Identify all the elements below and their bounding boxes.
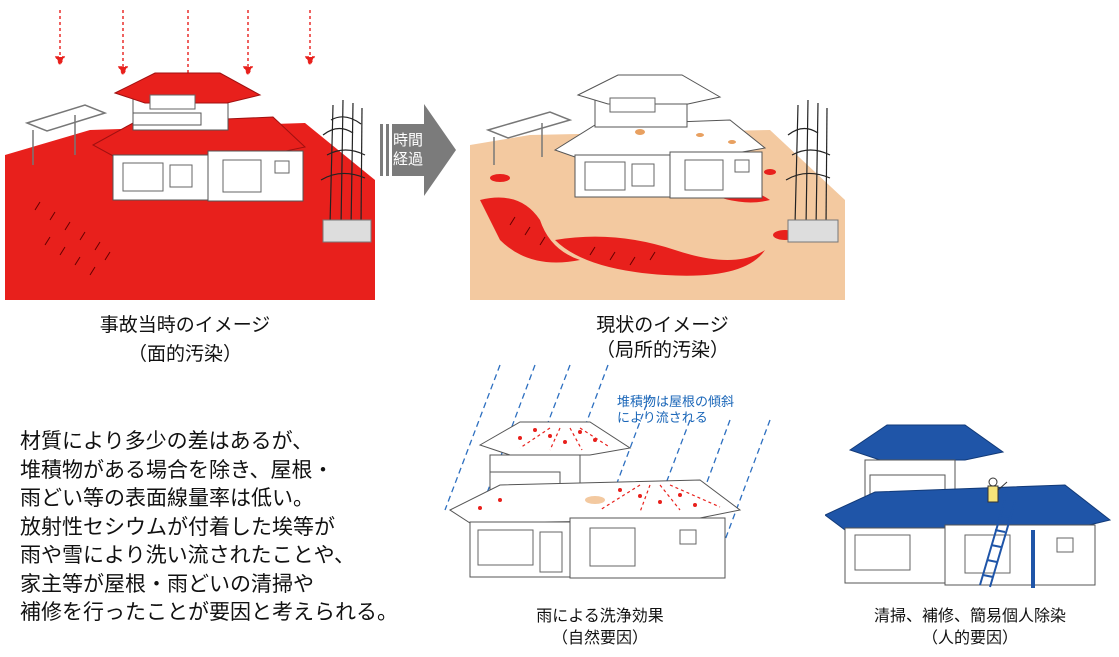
explanation-line: 堆積物がある場合を除き、屋根・ — [20, 457, 334, 482]
human-caption: 清掃、補修、簡易個人除染 （人的要因） — [845, 605, 1095, 650]
accident-caption-line2: （面的汚染） — [127, 342, 242, 365]
time-passage-arrow: 時間 経過 — [378, 100, 458, 200]
rain-caption-line2: （自然要因） — [551, 628, 648, 648]
rain-caption-line1: 雨による洗浄効果 — [536, 606, 664, 625]
accident-caption-line1: 事故当時のイメージ — [99, 314, 271, 336]
human-caption-line1: 清掃、補修、簡易個人除染 — [873, 606, 1066, 625]
explanation-text: 材質により多少の差はあるが、 堆積物がある場合を除き、屋根・ 雨どい等の表面線量… — [20, 427, 398, 627]
explanation-line: 家主等が屋根・雨どいの清掃や — [20, 571, 314, 596]
arrow-text-line1: 時間 — [392, 131, 423, 149]
rain-washing-illustration — [440, 360, 780, 605]
arrow-text-line2: 経過 — [392, 150, 423, 168]
current-caption-line2: （局所的汚染） — [595, 338, 729, 361]
current-caption: 現状のイメージ （局所的汚染） — [555, 313, 770, 362]
accident-caption: 事故当時のイメージ （面的汚染） — [85, 313, 285, 366]
rain-note: 堆積物は屋根の傾斜 により流される — [617, 395, 734, 427]
explanation-line: 雨どい等の表面線量率は低い。 — [20, 486, 314, 510]
human-cleaning-illustration — [825, 420, 1115, 600]
accident-illustration — [5, 5, 375, 300]
explanation-line: 放射性セシウムが付着した埃等が — [20, 514, 335, 539]
human-caption-line2: （人的要因） — [921, 628, 1018, 648]
current-illustration — [470, 60, 845, 300]
worker-figure — [987, 477, 1008, 503]
rain-note-line1: 堆積物は屋根の傾斜 — [617, 395, 735, 410]
current-caption-line1: 現状のイメージ — [596, 314, 729, 336]
rain-note-line2: により流される — [617, 411, 708, 426]
explanation-line: 雨や雪により洗い流されたことや、 — [20, 543, 355, 567]
explanation-line: 材質により多少の差はあるが、 — [20, 429, 314, 453]
explanation-line: 補修を行ったことが要因と考えられる。 — [20, 600, 398, 624]
rain-caption: 雨による洗浄効果 （自然要因） — [490, 605, 710, 650]
